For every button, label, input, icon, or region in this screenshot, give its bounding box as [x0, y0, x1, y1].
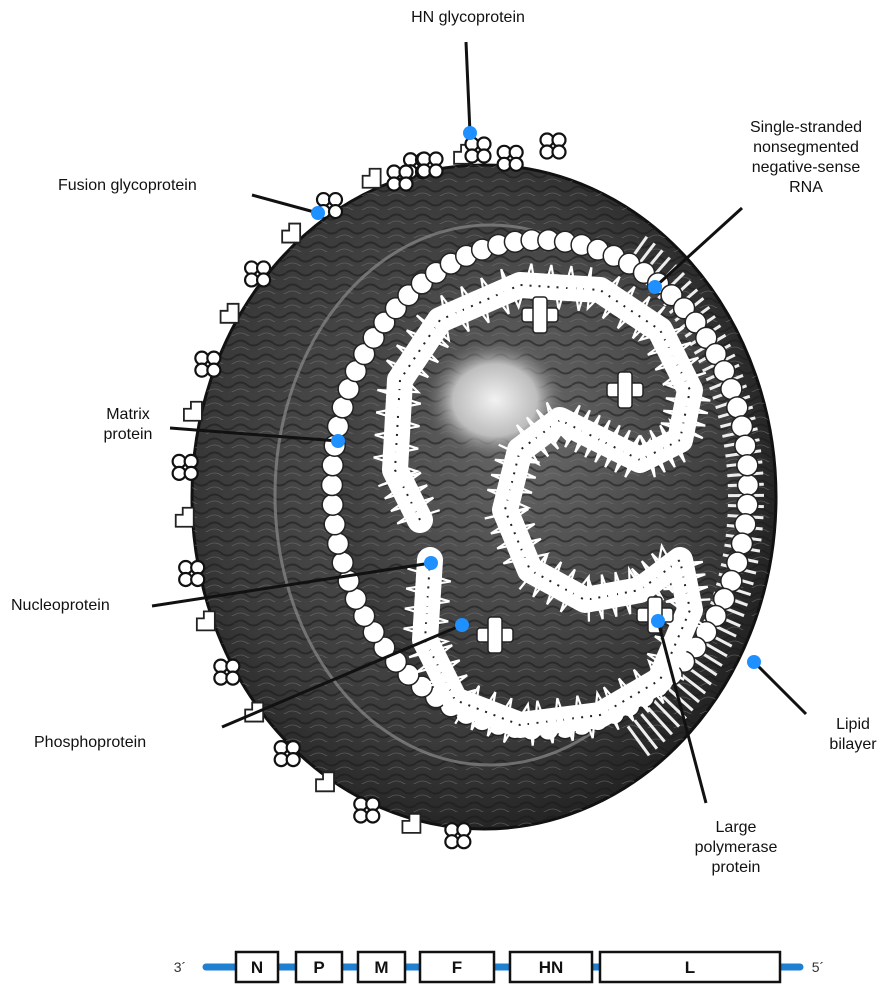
label-fusion-glycoprotein: Fusion glycoprotein	[58, 176, 197, 196]
leader-lipid	[754, 662, 806, 714]
hn-spike	[179, 561, 204, 586]
hn-spike	[195, 352, 220, 377]
matrix-bead	[328, 416, 349, 437]
fusion-spike	[197, 611, 215, 630]
genome-gene-label: N	[251, 958, 263, 977]
genome-gene-label: F	[452, 958, 462, 977]
matrix-bead	[322, 475, 343, 496]
hn-spike	[445, 823, 470, 848]
matrix-bead	[322, 455, 343, 476]
matrix-bead	[737, 455, 758, 476]
genome-gene-label: L	[685, 958, 695, 977]
matrix-bead	[322, 494, 343, 515]
pointer-dot	[651, 614, 665, 628]
hn-spike	[275, 741, 300, 766]
fusion-spike	[282, 224, 300, 243]
genome-gene-l: L	[600, 952, 780, 982]
genome-gene-p: P	[296, 952, 342, 982]
matrix-bead	[332, 552, 353, 573]
label-lipid-bilayer: Lipid bilayer	[818, 715, 888, 755]
fusion-spike	[184, 402, 202, 421]
label-nucleoprotein: Nucleoprotein	[11, 596, 110, 616]
matrix-bead	[731, 416, 752, 437]
pointer-dot	[311, 206, 325, 220]
pointer-dot	[455, 618, 469, 632]
matrix-bead	[737, 494, 758, 515]
label-phosphoprotein: Phosphoprotein	[34, 733, 146, 753]
genome-gene-label: HN	[539, 958, 564, 977]
pointer-dot	[648, 280, 662, 294]
pointer-dot	[747, 655, 761, 669]
fusion-spike	[176, 508, 194, 527]
label-matrix-protein: Matrix protein	[88, 405, 168, 445]
hn-spike	[173, 455, 198, 480]
fusion-spike	[316, 772, 334, 791]
hn-spike	[466, 138, 491, 163]
label-rna: Single-stranded nonsegmented negative-se…	[724, 118, 888, 198]
leader-fusion	[252, 195, 318, 213]
leader-hn	[466, 42, 470, 133]
fusion-spike	[221, 304, 239, 323]
hn-spike	[245, 261, 270, 286]
genome-end-5: 5´	[812, 959, 824, 975]
hn-spike	[354, 797, 379, 822]
genome-gene-hn: HN	[510, 952, 592, 982]
hn-spike	[498, 146, 523, 171]
matrix-bead	[324, 514, 345, 535]
label-large-polymerase: Large polymerase protein	[684, 818, 788, 878]
matrix-bead	[727, 397, 748, 418]
matrix-bead	[735, 514, 756, 535]
genome-map: N P M F HN L 3´ 5´	[174, 952, 824, 982]
genome-gene-f: F	[420, 952, 494, 982]
genome-gene-m: M	[358, 952, 405, 982]
matrix-bead	[738, 475, 759, 496]
genome-gene-n: N	[236, 952, 278, 982]
fusion-spike	[363, 169, 381, 188]
genome-gene-label: P	[313, 958, 324, 977]
matrix-bead	[731, 533, 752, 554]
genome-end-3: 3´	[174, 959, 186, 975]
hn-spike	[541, 134, 566, 159]
hn-spike	[418, 153, 443, 178]
pointer-dot	[463, 126, 477, 140]
pointer-dot	[331, 434, 345, 448]
hn-spike	[214, 660, 239, 685]
label-hn-glycoprotein: HN glycoprotein	[388, 8, 548, 28]
pointer-dot	[424, 556, 438, 570]
matrix-bead	[735, 435, 756, 456]
matrix-bead	[328, 533, 349, 554]
genome-gene-label: M	[374, 958, 388, 977]
